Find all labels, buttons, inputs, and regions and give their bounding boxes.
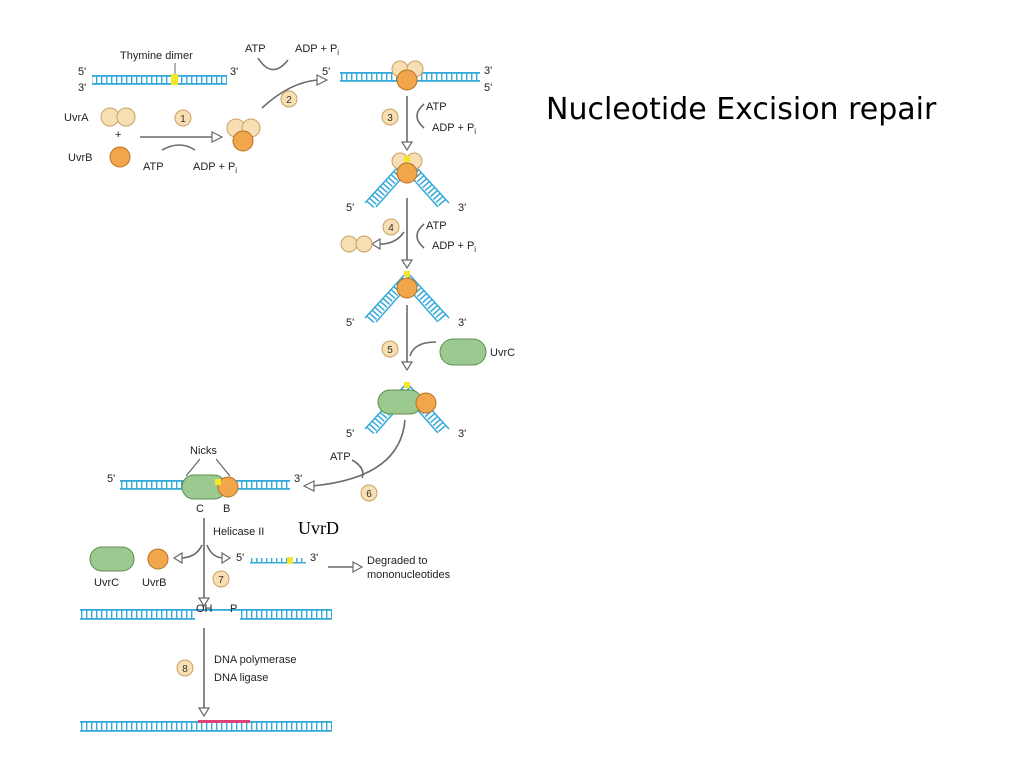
step2-arrow bbox=[261, 79, 319, 109]
atp-adp-curve-2 bbox=[257, 57, 289, 71]
uvrD-label: UvrD bbox=[298, 518, 339, 538]
three-prime-label: 3' bbox=[484, 65, 492, 77]
dna-bent-uvrBC bbox=[364, 381, 450, 434]
step-5-badge bbox=[381, 340, 399, 358]
three-prime-label: 3' bbox=[310, 552, 318, 564]
p-label: P bbox=[230, 603, 237, 615]
adp-pi-label-2: ADP + Pi bbox=[295, 43, 339, 57]
uvrB-label: UvrB bbox=[68, 152, 92, 164]
dna-bound-complex bbox=[340, 60, 480, 91]
step-8-badge bbox=[176, 659, 194, 677]
step-2-badge bbox=[280, 90, 298, 108]
step-5-number: 5 bbox=[387, 345, 393, 356]
step-7-badge bbox=[212, 570, 230, 588]
three-prime-label: 3' bbox=[458, 317, 466, 329]
atp-label-4: ATP bbox=[426, 220, 447, 232]
dna-repaired bbox=[80, 720, 332, 732]
step-3-number: 3 bbox=[387, 113, 393, 124]
nicks-label: Nicks bbox=[190, 445, 217, 457]
step6-arrow bbox=[311, 419, 406, 487]
uvrA-released bbox=[340, 235, 373, 253]
excised-oligonucleotide bbox=[250, 557, 306, 564]
five-prime-label: 5' bbox=[236, 552, 244, 564]
step-1-badge bbox=[174, 109, 192, 127]
uvrB-released bbox=[147, 548, 169, 570]
uvrC-label: UvrC bbox=[94, 577, 119, 589]
uvrA-dimer bbox=[100, 107, 136, 127]
thymine-dimer-mark bbox=[171, 74, 178, 85]
uvrC-protein bbox=[439, 338, 487, 366]
plus-sign: + bbox=[115, 129, 121, 141]
uvrB-protein bbox=[109, 146, 131, 168]
step-8-number: 8 bbox=[182, 664, 188, 675]
atp-label-3: ATP bbox=[426, 101, 447, 113]
adp-pi-label-4: ADP + Pi bbox=[432, 240, 476, 254]
step-4-number: 4 bbox=[388, 223, 394, 234]
degraded-label: Degraded to bbox=[367, 555, 428, 567]
step-3-badge bbox=[381, 108, 399, 126]
uvrA2B-complex bbox=[226, 118, 261, 152]
helicase-label: Helicase II bbox=[213, 526, 264, 538]
dna-bent-uvrA2B bbox=[364, 152, 450, 208]
atp-label-6: ATP bbox=[330, 451, 351, 463]
step-1-number: 1 bbox=[180, 114, 186, 125]
uvrA-release-arrow bbox=[377, 231, 405, 245]
atp-adp-curve bbox=[161, 144, 196, 151]
five-prime-label: 5' bbox=[322, 66, 330, 78]
b-label: B bbox=[223, 503, 230, 515]
dna-polymerase-label: DNA polymerase bbox=[214, 654, 297, 666]
step-6-number: 6 bbox=[366, 489, 372, 500]
five-prime-label: 5' bbox=[346, 202, 354, 214]
uvrC-label: UvrC bbox=[490, 347, 515, 359]
five-prime-label: 5' bbox=[78, 66, 86, 78]
three-prime-label: 3' bbox=[458, 202, 466, 214]
repair-patch bbox=[198, 720, 250, 723]
dna-gapped bbox=[80, 609, 332, 620]
c-label: C bbox=[196, 503, 204, 515]
step-7-number: 7 bbox=[218, 575, 224, 586]
five-prime-label: 5' bbox=[346, 317, 354, 329]
dna-damaged bbox=[92, 74, 227, 85]
thymine-dimer-label: Thymine dimer bbox=[120, 50, 193, 62]
atp-adp-curve-3 bbox=[416, 103, 425, 129]
five-prime-label: 5' bbox=[346, 428, 354, 440]
nicks-pointer bbox=[185, 458, 231, 477]
oh-label: OH bbox=[196, 603, 213, 615]
dna-nicked-complex bbox=[120, 474, 290, 500]
atp-adp-curve-4 bbox=[416, 223, 425, 249]
three-prime-label: 3' bbox=[458, 428, 466, 440]
dna-bent-uvrB bbox=[364, 270, 450, 323]
protein-release-arrow bbox=[179, 544, 203, 559]
mononucleotides-label: mononucleotides bbox=[367, 569, 451, 581]
three-prime-label: 3' bbox=[230, 66, 238, 78]
five-prime-label: 5' bbox=[484, 82, 492, 94]
uvrC-released bbox=[89, 546, 135, 572]
three-prime-label: 3' bbox=[294, 473, 302, 485]
step-4-badge bbox=[382, 218, 400, 236]
atp-label: ATP bbox=[143, 161, 164, 173]
step-2-number: 2 bbox=[286, 95, 292, 106]
adp-pi-label-3: ADP + Pi bbox=[432, 122, 476, 136]
three-prime-label: 3' bbox=[78, 82, 86, 94]
uvrA-label: UvrA bbox=[64, 112, 89, 124]
adp-pi-label: ADP + Pi bbox=[193, 161, 237, 175]
step-6-badge bbox=[360, 484, 378, 502]
dna-ligase-label: DNA ligase bbox=[214, 672, 268, 684]
five-prime-label: 5' bbox=[107, 473, 115, 485]
uvrC-join-arrow bbox=[409, 341, 437, 357]
uvrB-label: UvrB bbox=[142, 577, 166, 589]
atp-curve-6 bbox=[351, 459, 364, 479]
slide-title: Nucleotide Excision repair bbox=[546, 92, 937, 127]
atp-label-2: ATP bbox=[245, 43, 266, 55]
